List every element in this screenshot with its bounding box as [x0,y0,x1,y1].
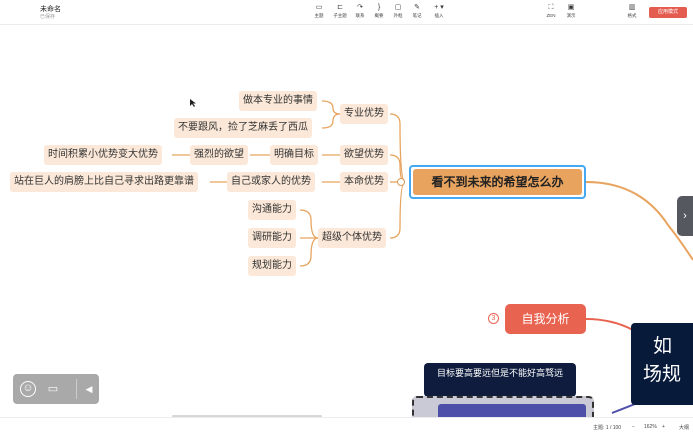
status-bar: 主题: 1 / 100 − 162% + 大纲 [0,417,693,437]
comment-icon[interactable]: ▭ [47,383,59,395]
summary-button[interactable]: } 概要 [366,3,392,19]
node-strong-desire[interactable]: 强烈的欲望 [190,145,248,165]
node-planning[interactable]: 规划能力 [248,256,296,276]
side-panel-toggle[interactable]: › [677,196,693,236]
subtopic-icon: ⊏ [337,4,343,11]
collapsed-count-badge[interactable]: 3 [488,313,499,324]
relationship-icon: ↷ [357,4,363,11]
node-goal[interactable]: 目标要高要远但是不能好高骛远 [424,363,576,397]
dark-node-line2: 场规 [643,364,682,385]
note-icon: ✎ [414,4,420,11]
note-button[interactable]: ✎ 笔记 [404,3,430,19]
zen-mode-icon: ⛶ [548,4,554,11]
node-clear-goal[interactable]: 明确目标 [270,145,318,165]
topic-count: 主题: 1 / 100 [593,425,622,431]
node-dont-follow-trend[interactable]: 不要跟风，捡了芝麻丢了西瓜 [174,118,312,138]
boundary-button[interactable]: ▢ 外框 [385,3,411,19]
goal-node-label: 目标要高要远但是不能好高骛远 [436,368,563,378]
dark-node-line1: 如 [653,336,673,357]
node-desire-advantage[interactable]: 欲望优势 [340,145,388,165]
node-communication[interactable]: 沟通能力 [248,200,296,220]
collapse-left-icon[interactable]: ◀ [85,384,93,394]
theme-icon: ▭ [315,4,323,11]
floating-toolbar: ☺ ▭ ◀ [13,374,99,404]
emoji-icon[interactable]: ☺ [20,381,36,397]
theme-button[interactable]: ▭ 主题 [306,3,332,19]
app-mode-button[interactable]: 应用模式 [649,7,687,18]
node-professional-advantage[interactable]: 专业优势 [340,104,388,124]
boundary-icon: ▢ [394,4,402,11]
zen-mode-button[interactable]: ⛶ ZEN [538,3,564,18]
zoom-in-icon[interactable]: + [662,424,665,430]
subtopic-button[interactable]: ⊏ 子主题 [327,3,353,19]
node-dark-partial[interactable]: 如 场规 [631,323,693,405]
node-family-advantage[interactable]: 自己或家人的优势 [227,172,315,192]
zoom-out-icon[interactable]: − [632,424,635,430]
central-topic[interactable]: 看不到未来的希望怎么办 [409,165,586,199]
save-status: 已保存 [40,14,56,20]
presentation-button[interactable]: ▣ 演示 [558,3,584,19]
presentation-icon: ▣ [567,4,575,11]
insert-icon: + ▾ [434,4,444,11]
floating-divider [76,379,77,399]
node-self-analysis[interactable]: 自我分析 [505,304,586,334]
collapse-toggle[interactable] [397,178,405,186]
document-title[interactable]: 未命名 [40,6,61,13]
zoom-level[interactable]: 162% [644,424,657,430]
mouse-cursor-icon [190,99,196,107]
relationship-button[interactable]: ↷ 联系 [347,3,373,19]
top-toolbar: 未命名 已保存 ▭ 主题 ⊏ 子主题 ↷ 联系 } 概要 ▢ 外框 ✎ 笔记 +… [0,0,693,25]
insert-button[interactable]: + ▾ 插入 [426,3,452,19]
node-super-individual[interactable]: 超级个体优势 [318,228,386,248]
format-panel-button[interactable]: ▥ 格式 [619,3,645,19]
node-stand-on-giants[interactable]: 站在巨人的肩膀上比自己寻求出路更靠谱 [10,172,198,192]
summary-icon: } [377,4,381,11]
node-do-own-profession[interactable]: 做本专业的事情 [239,91,317,111]
chevron-right-icon: › [683,210,687,222]
horizontal-scrollbar[interactable] [172,415,322,418]
central-topic-label: 看不到未来的希望怎么办 [413,169,582,195]
format-panel-icon: ▥ [628,4,636,11]
node-innate-advantage[interactable]: 本命优势 [340,172,388,192]
node-research[interactable]: 调研能力 [248,228,296,248]
node-accumulate-advantage[interactable]: 时间积累小优势变大优势 [44,145,162,165]
outline-button[interactable]: 大纲 [679,425,690,431]
